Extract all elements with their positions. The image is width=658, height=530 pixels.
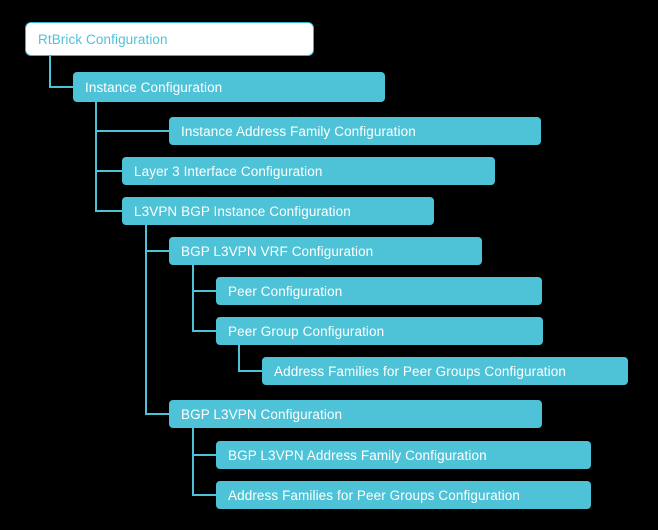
edge-bgp-l3vpn-vrf-to-peer-configuration bbox=[192, 265, 216, 292]
node-label: Peer Configuration bbox=[228, 283, 343, 299]
node-bgp-l3vpn-address-family-configuration[interactable]: BGP L3VPN Address Family Configuration bbox=[216, 441, 591, 469]
node-address-families-for-peer-groups-configuration[interactable]: Address Families for Peer Groups Configu… bbox=[262, 357, 628, 385]
edge-l3vpn-bgp-instance-to-bgp-l3vpn-vrf bbox=[145, 225, 169, 252]
edge-bgp-l3vpn-to-address-families-peer-groups bbox=[192, 428, 216, 496]
node-label: RtBrick Configuration bbox=[38, 31, 168, 47]
edge-l3vpn-bgp-instance-to-bgp-l3vpn-configuration bbox=[145, 225, 169, 415]
edge-root-to-instance-configuration bbox=[49, 56, 73, 88]
node-instance-address-family-configuration[interactable]: Instance Address Family Configuration bbox=[169, 117, 541, 145]
node-address-families-for-peer-groups-configuration-2[interactable]: Address Families for Peer Groups Configu… bbox=[216, 481, 591, 509]
edge-bgp-l3vpn-to-address-family-configuration bbox=[192, 428, 216, 456]
node-rtbrick-configuration[interactable]: RtBrick Configuration bbox=[25, 22, 314, 56]
node-peer-configuration[interactable]: Peer Configuration bbox=[216, 277, 542, 305]
node-bgp-l3vpn-configuration[interactable]: BGP L3VPN Configuration bbox=[169, 400, 542, 428]
edge-instance-to-l3vpn-bgp-instance bbox=[95, 102, 122, 212]
node-label: Instance Configuration bbox=[85, 79, 223, 95]
node-l3vpn-bgp-instance-configuration[interactable]: L3VPN BGP Instance Configuration bbox=[122, 197, 434, 225]
edge-peer-group-to-address-families bbox=[238, 345, 262, 372]
node-label: Address Families for Peer Groups Configu… bbox=[274, 363, 566, 379]
node-label: BGP L3VPN Address Family Configuration bbox=[228, 447, 487, 463]
node-bgp-l3vpn-vrf-configuration[interactable]: BGP L3VPN VRF Configuration bbox=[169, 237, 482, 265]
node-label: Instance Address Family Configuration bbox=[181, 123, 416, 139]
edge-instance-to-layer3-interface bbox=[95, 102, 122, 172]
node-label: Layer 3 Interface Configuration bbox=[134, 163, 323, 179]
edge-instance-to-instance-address-family bbox=[95, 102, 169, 132]
node-layer-3-interface-configuration[interactable]: Layer 3 Interface Configuration bbox=[122, 157, 495, 185]
node-label: BGP L3VPN VRF Configuration bbox=[181, 243, 374, 259]
node-label: Address Families for Peer Groups Configu… bbox=[228, 487, 520, 503]
node-peer-group-configuration[interactable]: Peer Group Configuration bbox=[216, 317, 543, 345]
node-label: BGP L3VPN Configuration bbox=[181, 406, 343, 422]
node-label: Peer Group Configuration bbox=[228, 323, 385, 339]
edge-bgp-l3vpn-vrf-to-peer-group-configuration bbox=[192, 265, 216, 332]
node-instance-configuration[interactable]: Instance Configuration bbox=[73, 72, 385, 102]
node-label: L3VPN BGP Instance Configuration bbox=[134, 203, 351, 219]
